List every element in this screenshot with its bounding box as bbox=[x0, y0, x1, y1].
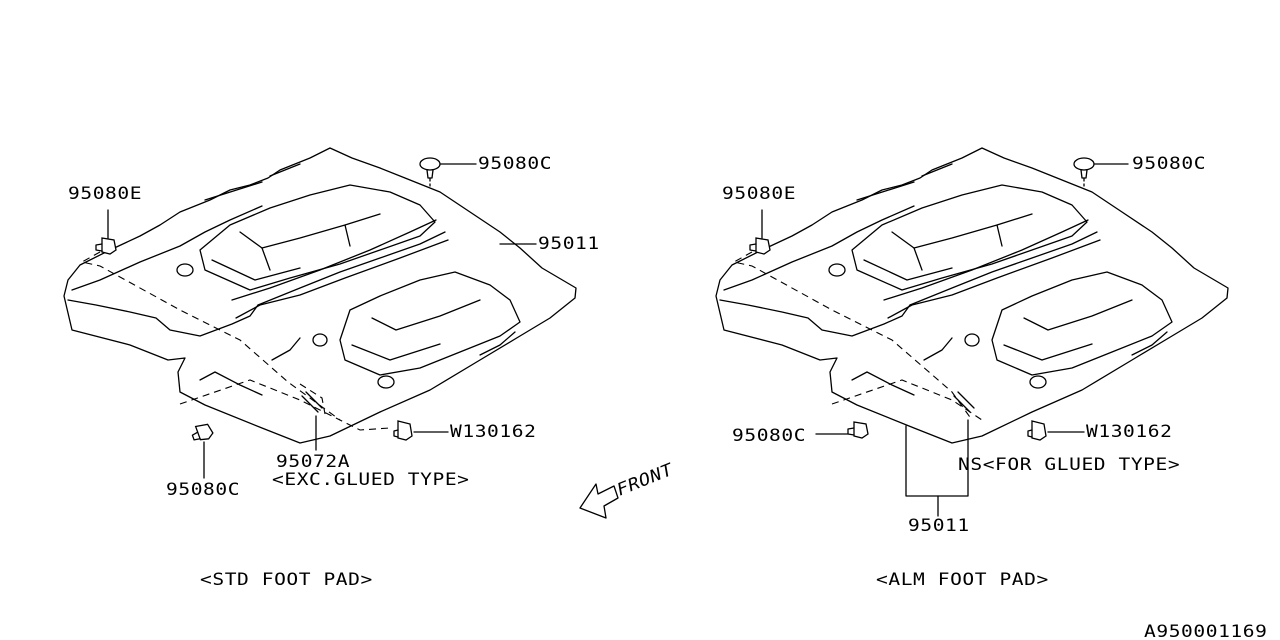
callout-95080c-top-left: 95080C bbox=[478, 154, 553, 174]
callout-95080c-top-right: 95080C bbox=[1132, 154, 1207, 174]
alm-foot-pad-drawing bbox=[715, 147, 1229, 517]
caption-std-foot-pad: <STD FOOT PAD> bbox=[200, 570, 373, 590]
front-arrow bbox=[579, 483, 619, 519]
callout-w130162-right: W130162 bbox=[1086, 422, 1173, 442]
callout-95080e-left: 95080E bbox=[68, 184, 143, 204]
figure-id: A950001169 bbox=[1144, 622, 1268, 640]
callout-95011-right: 95011 bbox=[908, 516, 970, 536]
callout-w130162-left: W130162 bbox=[450, 422, 537, 442]
caption-alm-foot-pad: <ALM FOOT PAD> bbox=[876, 570, 1049, 590]
callout-95072a: 95072A bbox=[276, 452, 351, 472]
callout-95080c-bottom-left: 95080C bbox=[166, 480, 241, 500]
callout-95011-left: 95011 bbox=[538, 234, 600, 254]
callout-95080e-right: 95080E bbox=[722, 184, 797, 204]
std-foot-pad-drawing bbox=[63, 147, 577, 479]
callout-95080c-bottom-right: 95080C bbox=[732, 426, 807, 446]
note-exc-glued-type: <EXC.GLUED TYPE> bbox=[272, 470, 470, 490]
note-ns-for-glued-type: NS<FOR GLUED TYPE> bbox=[958, 455, 1181, 475]
